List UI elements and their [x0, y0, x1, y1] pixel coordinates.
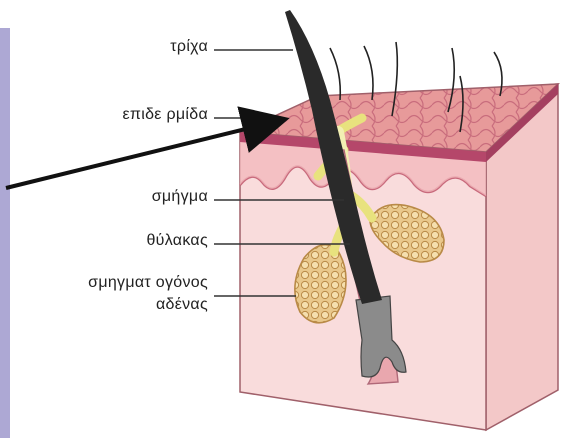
label-sebaceous-gland-line1: σμηγματ ογόνος: [12, 274, 208, 292]
pointer-arrow: [6, 121, 278, 188]
label-sebaceous-gland-line2: αδένας: [60, 296, 208, 314]
label-epidermis: επιδε ρμίδα: [70, 106, 208, 124]
label-follicle: θύλακας: [100, 232, 208, 250]
label-sebum: σμήγμα: [100, 188, 208, 206]
label-hair: τρίχα: [120, 38, 208, 56]
